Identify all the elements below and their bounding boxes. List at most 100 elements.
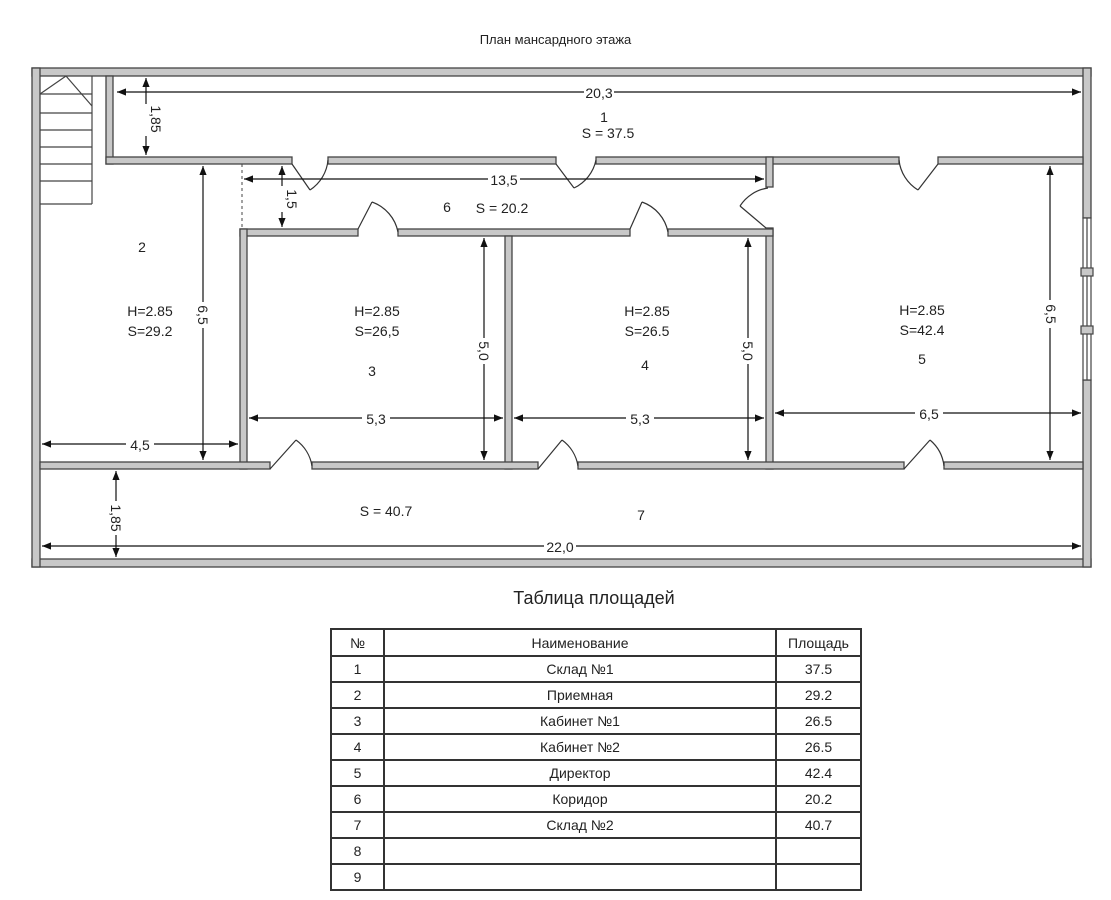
room1-wall-seg-b <box>327 156 557 165</box>
door-room4 <box>629 201 669 233</box>
cell-number: 1 <box>330 655 385 683</box>
staircase <box>39 75 93 205</box>
cell-area: 40.7 <box>775 811 862 839</box>
room3-area: S=26,5 <box>355 323 400 339</box>
room5-number: 5 <box>918 351 926 367</box>
window <box>1080 217 1094 381</box>
cell-number: 6 <box>330 785 385 813</box>
door-room5 <box>739 187 769 229</box>
door-room3-bottom <box>269 439 313 470</box>
cell-number: 9 <box>330 863 385 891</box>
room5-area: S=42.4 <box>900 322 945 338</box>
cell-number: 4 <box>330 733 385 761</box>
cell-number: 7 <box>330 811 385 839</box>
room3-room4-wall <box>504 235 513 470</box>
table-title: Таблица площадей <box>513 588 675 608</box>
room1-wall-seg-a <box>105 156 293 165</box>
rooms-bottom-wall-a <box>39 461 271 470</box>
dim-6-5-left: 6,5 <box>195 305 211 325</box>
door-room3 <box>357 201 399 233</box>
cell-name: Склад №1 <box>383 655 777 683</box>
outer-wall-top <box>31 67 1092 77</box>
room4-height: H=2.85 <box>624 303 670 319</box>
cell-area <box>775 863 862 891</box>
cell-number: 5 <box>330 759 385 787</box>
cell-area: 26.5 <box>775 707 862 735</box>
dim-5-3-b: 5,3 <box>630 411 650 427</box>
room4-area: S=26.5 <box>625 323 670 339</box>
cell-name <box>383 863 777 891</box>
cell-name <box>383 837 777 865</box>
room2-height: H=2.85 <box>127 303 173 319</box>
room3-number: 3 <box>368 363 376 379</box>
dim-20-3: 20,3 <box>585 85 612 101</box>
rooms-bottom-wall-c <box>577 461 905 470</box>
room5-wall-left <box>765 227 774 470</box>
room4-number: 4 <box>641 357 649 373</box>
dim-1-85-bottom: 1,85 <box>108 504 124 531</box>
cell-name: Директор <box>383 759 777 787</box>
table-row: 8 <box>330 837 862 865</box>
cell-area: 29.2 <box>775 681 862 709</box>
cell-number: 8 <box>330 837 385 865</box>
dim-6-5-right: 6,5 <box>1043 304 1059 324</box>
cell-area: 42.4 <box>775 759 862 787</box>
door-room4-bottom <box>537 439 579 470</box>
outer-wall-right-upper <box>1082 67 1092 219</box>
door-room1-c <box>898 159 939 191</box>
table-header-row: № Наименование Площадь <box>330 628 862 657</box>
rooms-bottom-wall-b <box>311 461 539 470</box>
door-room1-a <box>291 159 329 191</box>
room5-height: H=2.85 <box>899 302 945 318</box>
outer-wall-left <box>31 67 41 568</box>
door-room5-bottom <box>903 439 945 470</box>
walls <box>31 67 1092 568</box>
plan-title: План мансардного этажа <box>479 32 632 47</box>
cell-name: Коридор <box>383 785 777 813</box>
cell-area: 37.5 <box>775 655 862 683</box>
cell-number: 2 <box>330 681 385 709</box>
room1-wall-seg-d <box>937 156 1084 165</box>
cell-number: 3 <box>330 707 385 735</box>
room7-number: 7 <box>637 507 645 523</box>
room3-height: H=2.85 <box>354 303 400 319</box>
cell-name: Приемная <box>383 681 777 709</box>
door-room1-b <box>555 159 597 189</box>
header-number: № <box>330 628 385 657</box>
dim-5-0-a: 5,0 <box>476 341 492 361</box>
room2-number: 2 <box>138 239 146 255</box>
dim-1-85-top: 1,85 <box>148 105 164 132</box>
cell-name: Кабинет №1 <box>383 707 777 735</box>
room6-area: S = 20.2 <box>476 200 529 216</box>
outer-wall-bottom <box>31 558 1092 568</box>
dim-4-5: 4,5 <box>130 437 150 453</box>
room4-wall-top-b <box>667 228 774 237</box>
cell-area: 26.5 <box>775 733 862 761</box>
dim-6-5-horiz: 6,5 <box>919 406 939 422</box>
cell-area: 20.2 <box>775 785 862 813</box>
header-name: Наименование <box>383 628 777 657</box>
room3-4-wall-top <box>397 228 631 237</box>
cell-area <box>775 837 862 865</box>
floor-plan: 20,3 1,85 13,5 1,5 6,5 4,5 5,0 5,3 5,0 5… <box>31 67 1094 568</box>
outer-wall-right-lower <box>1082 379 1092 568</box>
cell-name: Кабинет №2 <box>383 733 777 761</box>
stair-wall <box>105 75 114 165</box>
table-row: 9 <box>330 863 862 891</box>
room1-number: 1 <box>600 109 608 125</box>
room7-area: S = 40.7 <box>360 503 413 519</box>
cell-name: Склад №2 <box>383 811 777 839</box>
room5-wall-top <box>765 156 774 188</box>
room3-wall-top-a <box>239 228 359 237</box>
room2-room3-wall <box>239 228 248 470</box>
dim-5-0-b: 5,0 <box>740 341 756 361</box>
room1-wall-seg-c <box>595 156 900 165</box>
